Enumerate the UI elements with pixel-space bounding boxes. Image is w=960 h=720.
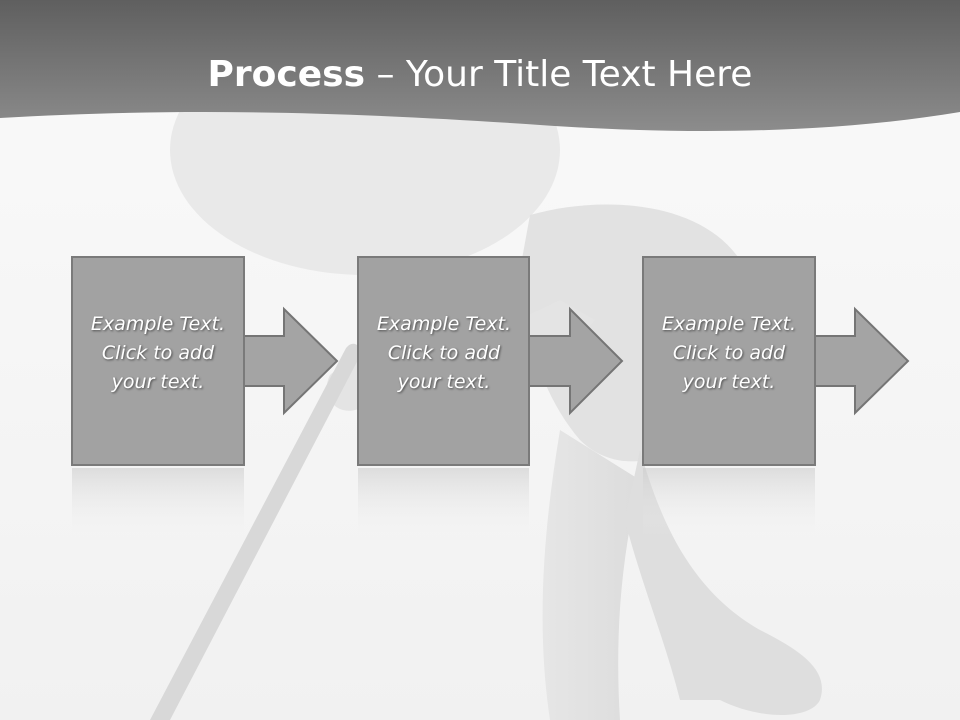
title-rest: – Your Title Text Here (365, 54, 753, 95)
step-3-box[interactable] (642, 256, 816, 466)
step-3-text[interactable]: Example Text. Click to add your text. (661, 313, 797, 393)
step-2-reflection (358, 468, 529, 538)
step-2-text[interactable]: Example Text. Click to add your text. (376, 313, 512, 393)
step-1-arrow (242, 306, 339, 416)
slide-title[interactable]: Process – Your Title Text Here (0, 52, 960, 98)
step-2-box[interactable] (357, 256, 530, 466)
header-band (0, 0, 960, 132)
step-3-arrow (813, 306, 910, 416)
step-3-reflection (643, 468, 815, 538)
step-1-box[interactable] (71, 256, 245, 466)
step-2-arrow (527, 306, 624, 416)
step-1-text[interactable]: Example Text. Click to add your text. (90, 313, 226, 393)
title-bold: Process (207, 54, 366, 95)
step-1-reflection (72, 468, 244, 538)
